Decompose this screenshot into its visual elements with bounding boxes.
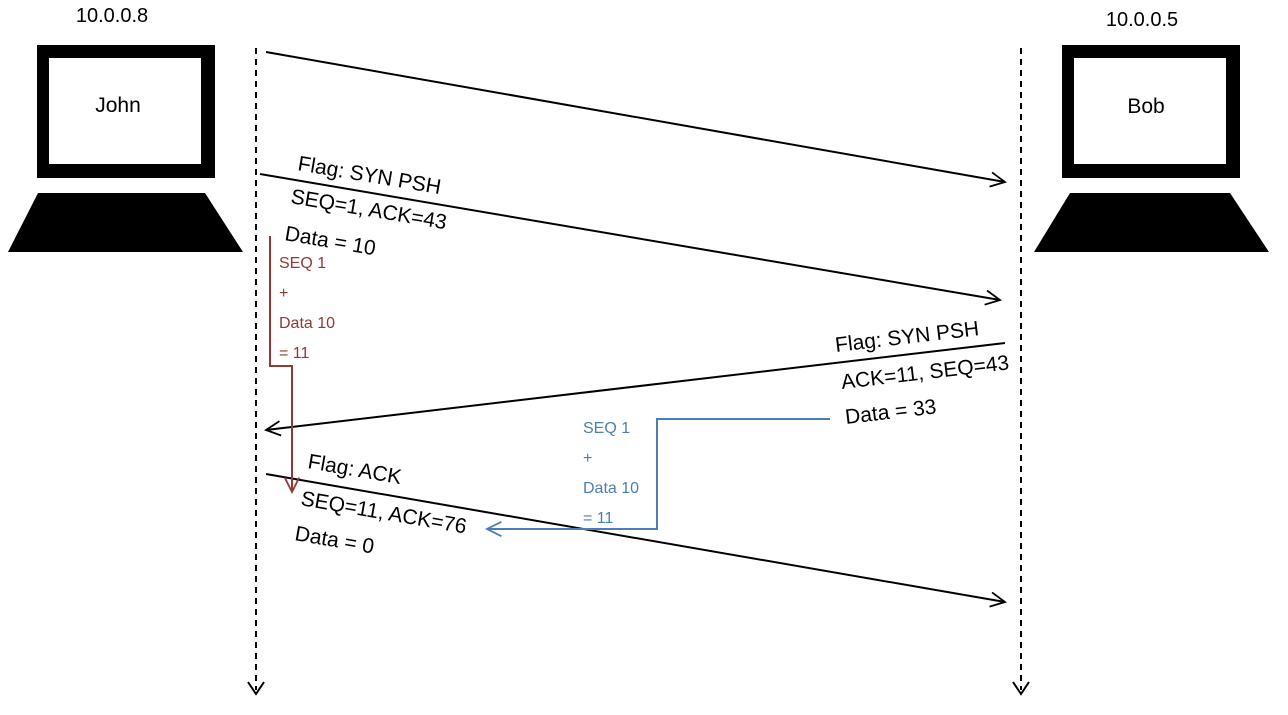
seq-calc-blue-line-2: + bbox=[583, 450, 592, 467]
message-arrow-4 bbox=[265, 473, 1005, 602]
message-4-data: Data = 0 bbox=[293, 522, 376, 558]
host-right-name: Bob bbox=[1127, 95, 1164, 118]
seq-calc-blue-line-1: SEQ 1 bbox=[583, 420, 630, 437]
seq-calc-blue-line-3: Data 10 bbox=[583, 480, 639, 497]
seq-calc-blue-line-4: = 11 bbox=[583, 510, 614, 527]
message-3-data: Data = 33 bbox=[844, 395, 938, 429]
lifeline-left bbox=[247, 48, 265, 696]
seq-calc-blue: SEQ 1 + Data 10 = 11 bbox=[487, 418, 830, 529]
message-3-seq-ack: ACK=11, SEQ=43 bbox=[840, 351, 1010, 394]
host-left-ip: 10.0.0.8 bbox=[76, 5, 148, 27]
seq-calc-red-line-3: Data 10 bbox=[279, 315, 335, 332]
laptop-icon bbox=[1034, 45, 1269, 252]
seq-calc-red-line-1: SEQ 1 bbox=[279, 255, 326, 272]
host-left-name: John bbox=[95, 94, 141, 117]
message-arrow-3 bbox=[266, 342, 1006, 430]
lifeline-right bbox=[1012, 48, 1030, 696]
seq-calc-red-line-4: = 11 bbox=[279, 345, 310, 362]
host-right-ip: 10.0.0.5 bbox=[1106, 9, 1178, 31]
seq-calc-red-line-2: + bbox=[279, 285, 288, 302]
message-arrow-2 bbox=[259, 173, 1000, 300]
message-arrow-1 bbox=[265, 51, 1005, 182]
seq-calc-red: SEQ 1 + Data 10 = 11 bbox=[269, 236, 335, 492]
message-3-flag: Flag: SYN PSH bbox=[834, 317, 980, 357]
laptop-icon bbox=[8, 45, 243, 252]
